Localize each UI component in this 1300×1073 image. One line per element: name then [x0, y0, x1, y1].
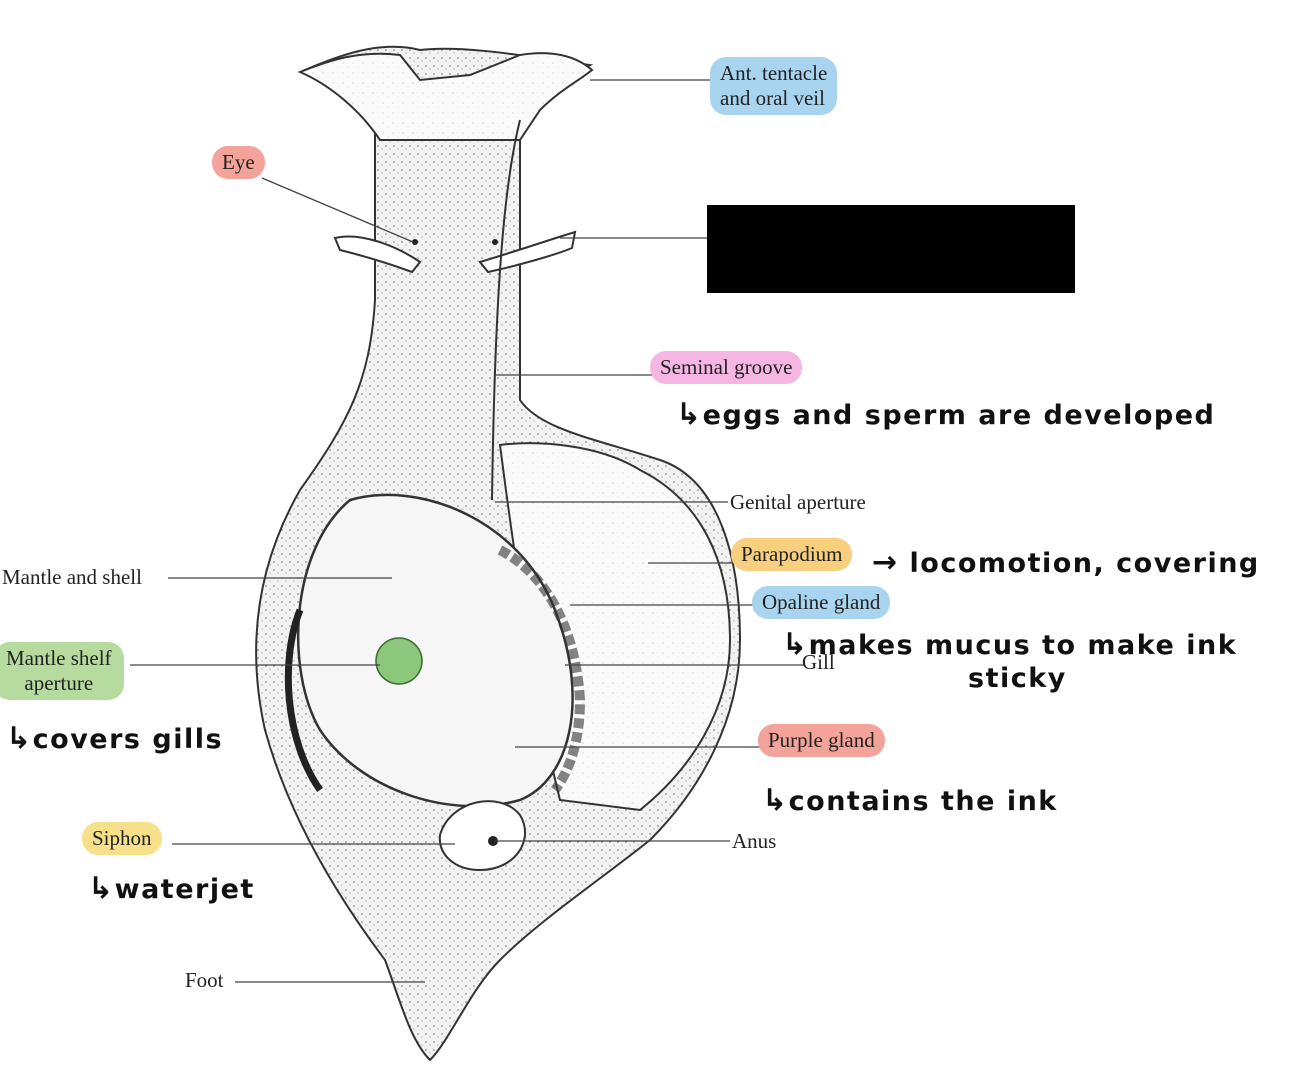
oral-veil [297, 52, 594, 141]
eye-right [492, 239, 498, 245]
hook-arrow-icon: ↳ [6, 721, 33, 756]
label-mantle-shelf-aperture: Mantle shelf aperture [0, 642, 124, 700]
note-purple-gland-text: contains the ink [788, 786, 1058, 817]
redacted-label-block [707, 205, 1075, 293]
right-arrow-icon: → [872, 545, 899, 580]
label-ant-tentacle: Ant. tentacle and oral veil [710, 57, 838, 115]
hook-arrow-icon: ↳ [88, 871, 115, 906]
note-mantle-shelf-text: covers gills [32, 724, 224, 755]
label-mantle-and-shell: Mantle and shell [2, 565, 142, 589]
note-seminal-groove: ↳eggs and sperm are developed [676, 400, 1215, 431]
mantle-shelf-edge [284, 608, 323, 793]
leader-lines [130, 79, 804, 983]
label-eye: Eye [212, 146, 265, 179]
note-seminal-groove-text: eggs and sperm are developed [702, 400, 1216, 431]
label-foot: Foot [185, 968, 224, 992]
label-seminal-groove: Seminal groove [650, 351, 803, 384]
label-purple-gland: Purple gland [758, 724, 885, 757]
label-genital-aperture: Genital aperture [730, 490, 866, 514]
eye-left [412, 239, 418, 245]
note-opaline-gland: ↳makes mucus to make ink [782, 630, 1237, 661]
note-opaline-gland-cont: sticky [968, 663, 1067, 694]
note-parapodium-text: locomotion, covering [909, 548, 1260, 579]
gill-ridges [497, 545, 586, 793]
hook-arrow-icon: ↳ [676, 397, 703, 432]
note-opaline-gland-text: makes mucus to make ink [808, 630, 1238, 661]
note-parapodium: → locomotion, covering [872, 548, 1260, 579]
mantle-shell [296, 493, 574, 808]
note-purple-gland: ↳contains the ink [762, 786, 1058, 817]
right-tentacle [478, 230, 577, 274]
left-tentacle [333, 235, 422, 274]
note-mantle-shelf: ↳covers gills [6, 724, 223, 755]
label-gill: Gill [802, 650, 835, 674]
hook-arrow-icon: ↳ [782, 627, 809, 662]
label-opaline-gland: Opaline gland [752, 586, 891, 619]
note-siphon: ↳waterjet [88, 874, 255, 905]
note-siphon-text: waterjet [114, 874, 255, 905]
seminal-groove-line [491, 119, 521, 501]
mantle-aperture-spot [375, 637, 423, 685]
hook-arrow-icon: ↳ [762, 783, 789, 818]
siphon-loop [438, 800, 526, 872]
label-anus: Anus [732, 829, 777, 853]
anus-dot [488, 836, 498, 846]
label-siphon: Siphon [82, 822, 162, 855]
label-parapodium: Parapodium [731, 538, 853, 571]
